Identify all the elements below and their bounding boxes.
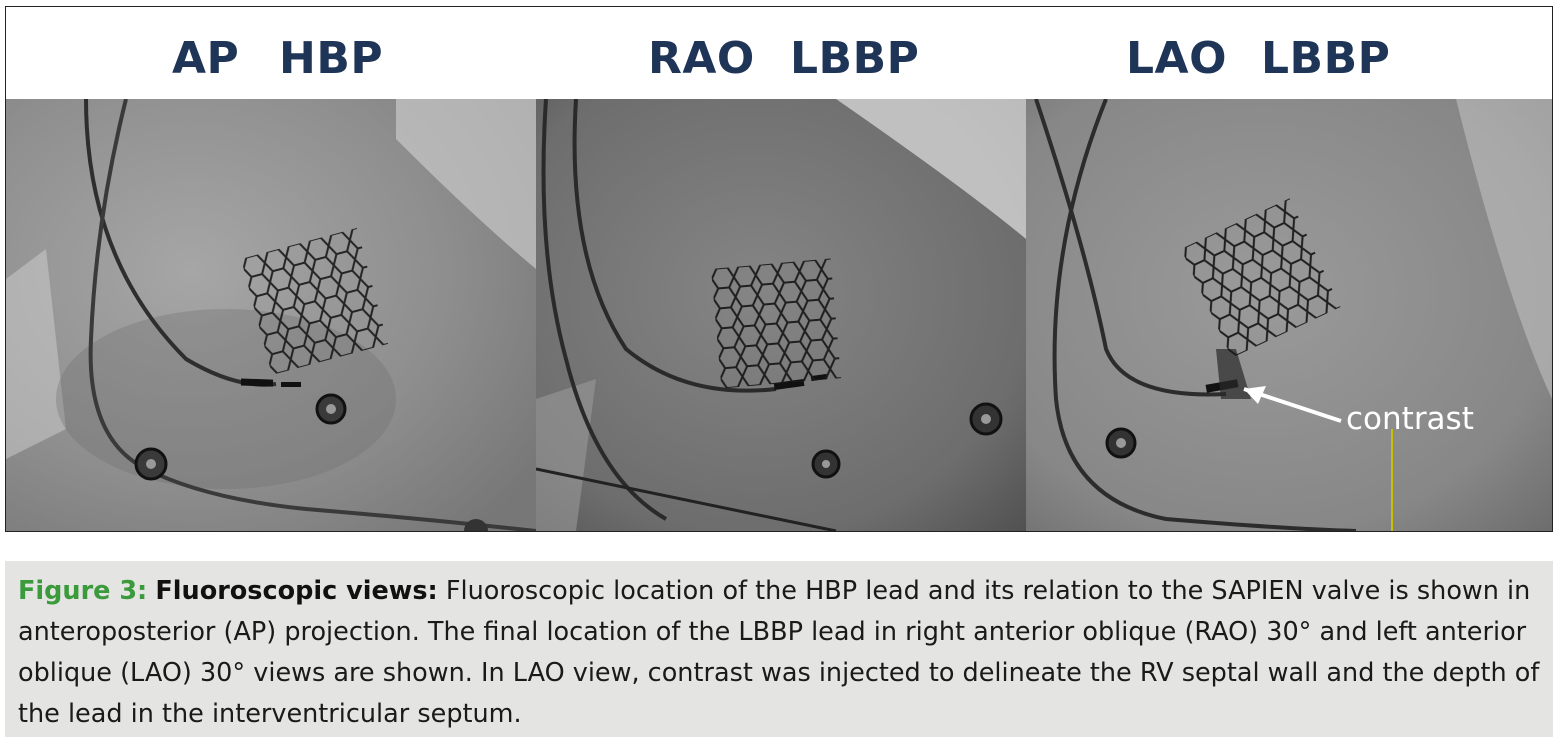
panel-2-pacing-label: LBBP xyxy=(790,33,920,84)
fluoroscopy-image-lao: contrast xyxy=(1026,99,1552,531)
figure-caption: Figure 3: Fluoroscopic views: Fluoroscop… xyxy=(5,561,1553,737)
figure-frame: AP HBP RAO LBBP LAO LBBP xyxy=(5,6,1553,532)
figure-caption-body: Fluoroscopic location of the HBP lead an… xyxy=(18,576,1540,729)
panel-3-pacing-label: LBBP xyxy=(1261,33,1391,84)
fluoroscopy-image-rao xyxy=(536,99,1026,531)
panel-1-pacing-label: HBP xyxy=(279,33,384,84)
figure-title: Fluoroscopic views: xyxy=(155,576,438,606)
contrast-annotation: contrast xyxy=(1346,401,1474,437)
figure-label: Figure 3: xyxy=(18,576,148,606)
panel-2-view-label: RAO xyxy=(648,33,755,84)
fluoroscopy-image-ap xyxy=(6,99,536,531)
panel-1-view-label: AP xyxy=(172,33,240,84)
panel-3-view-label: LAO xyxy=(1126,33,1227,84)
